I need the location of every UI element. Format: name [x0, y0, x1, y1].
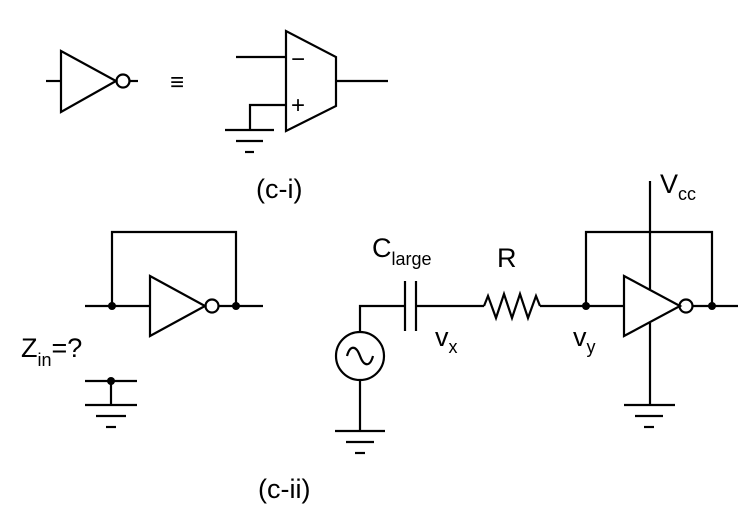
self-biased-inverter-left — [85, 230, 263, 338]
self-biased-inverter-right — [582, 181, 738, 429]
vcc-label: Vcc — [660, 169, 696, 204]
inverter-symbol-c-i — [46, 49, 138, 114]
opamp-noninverting-label: + — [291, 92, 305, 119]
equivalence-symbol: ≡ — [170, 69, 184, 96]
vy-label: vy — [573, 322, 596, 357]
capacitor-clarge — [403, 281, 484, 331]
opamp-inverting-label: − — [291, 46, 305, 73]
ac-source — [334, 304, 405, 455]
caption-c-ii: (c-ii) — [258, 474, 310, 504]
resistor-label: R — [497, 243, 517, 273]
capacitor-label: Clarge — [372, 233, 432, 269]
opamp-symbol — [225, 29, 388, 154]
zin-label: Zin=? — [21, 333, 82, 370]
caption-c-i: (c-i) — [256, 174, 302, 204]
resistor-r — [482, 290, 624, 322]
zin-ground-terminal — [85, 377, 137, 429]
vx-label: vx — [435, 322, 458, 357]
